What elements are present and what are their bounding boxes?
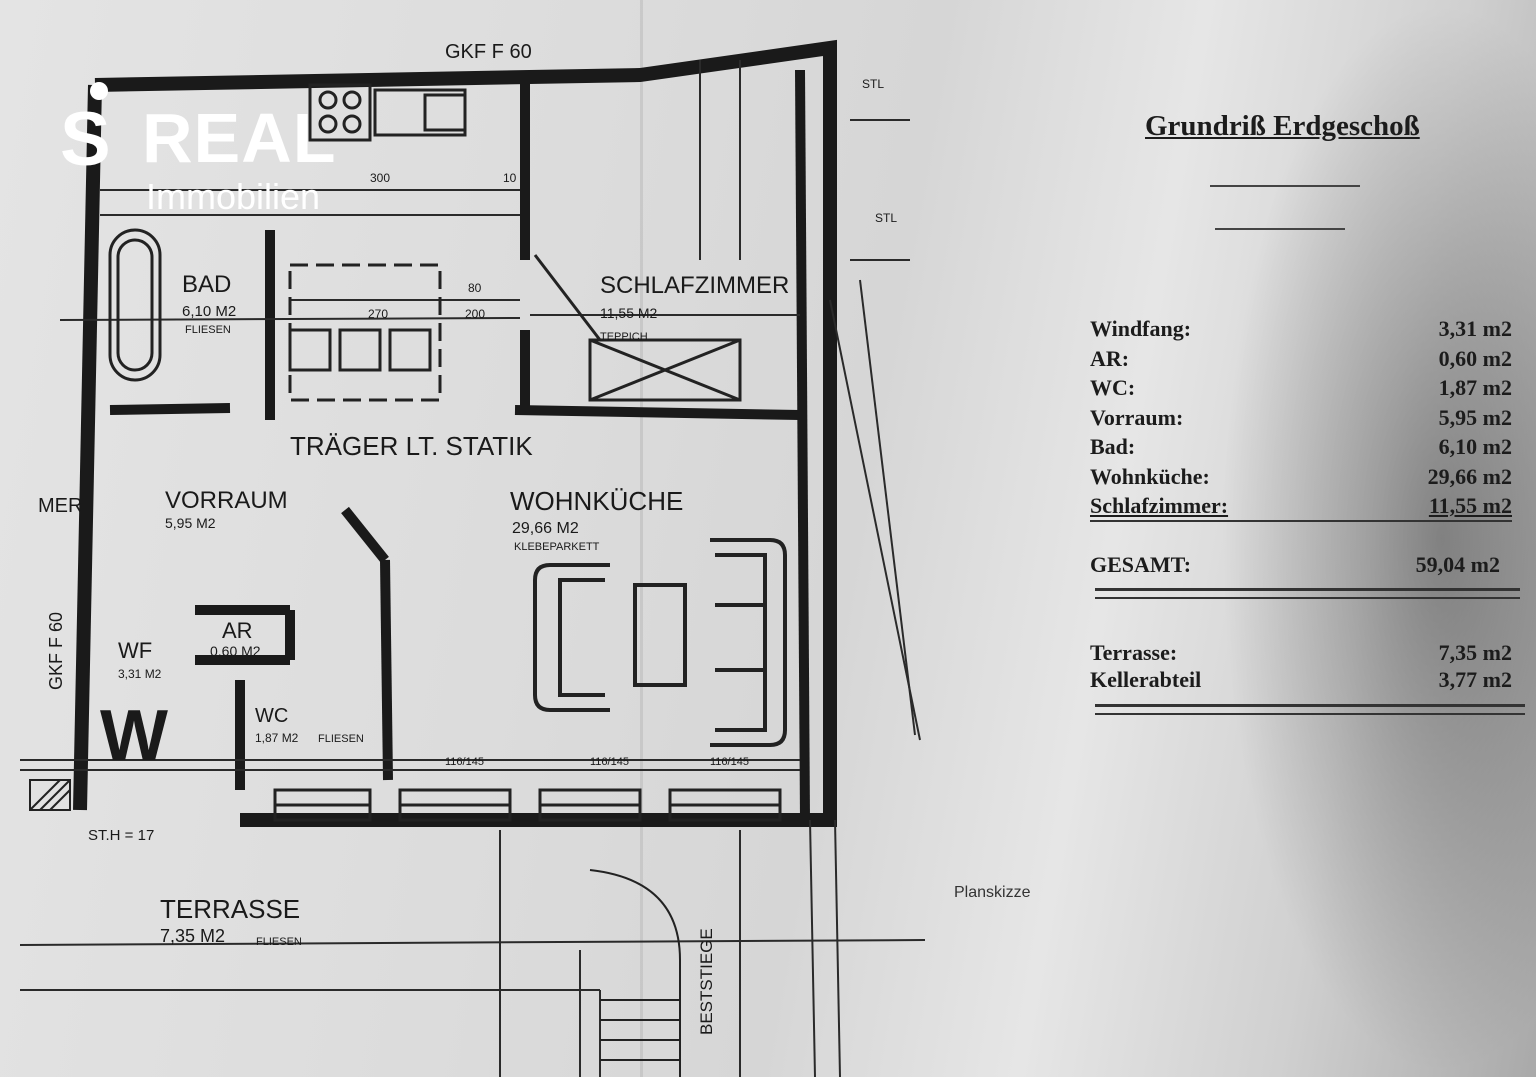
room-label: Windfang: [1090, 316, 1192, 341]
room-row: Bad: 6,10 m2 [1090, 434, 1522, 464]
room-area: 1,87 m2 [1438, 375, 1512, 400]
label-ar-area: 0,60 M2 [210, 643, 261, 659]
total-double-line [1095, 588, 1520, 599]
label-ar: AR [222, 618, 253, 643]
extra-label: Terrasse: [1090, 640, 1178, 665]
label-vorraum: VORRAUM [165, 487, 288, 514]
label-gkf-side: GKF F 60 [46, 612, 66, 690]
legend-title: Grundriß Erdgeschoß [1145, 110, 1420, 142]
room-row: WC: 1,87 m2 [1090, 375, 1522, 405]
room-row: Schlafzimmer: 11,55 m2 [1090, 493, 1522, 523]
label-bad-floor: FLIESEN [185, 324, 231, 336]
label-wf-area: 3,31 M2 [118, 667, 162, 681]
caption: Planskizze [954, 884, 1031, 901]
brand-logo: S REAL Immobilien [60, 82, 390, 225]
room-row: Windfang: 3,31 m2 [1090, 316, 1522, 346]
room-area: 0,60 m2 [1438, 346, 1512, 371]
label-schlafzimmer-floor: TEPPICH [600, 331, 648, 343]
logo-brand: REAL [142, 99, 337, 177]
room-area: 6,10 m2 [1438, 434, 1512, 459]
label-wc: WC [255, 705, 288, 727]
inner-walls [109, 69, 810, 821]
extra-row: Terrasse: 7,35 m2 [1090, 640, 1522, 670]
dim-80: 80 [468, 281, 482, 295]
w-letter: W [100, 696, 168, 776]
paper-fold [640, 0, 643, 1077]
label-sth: ST.H = 17 [88, 827, 154, 844]
label-wohnkueche: WOHNKÜCHE [510, 486, 683, 516]
dim-window-2: 116/145 [590, 756, 629, 768]
label-mer: MER [38, 495, 82, 517]
room-label: Vorraum: [1090, 405, 1184, 430]
room-row: Vorraum: 5,95 m2 [1090, 405, 1522, 435]
logo-dot [90, 82, 108, 100]
label-bad-area: 6,10 M2 [182, 303, 236, 320]
room-row: AR: 0,60 m2 [1090, 346, 1522, 376]
dim-window-1: 116/145 [445, 756, 484, 768]
label-wf: WF [118, 638, 152, 663]
blank-line-1 [1210, 185, 1360, 187]
label-traeger: TRÄGER LT. STATIK [290, 431, 533, 461]
stair [589, 869, 681, 1077]
extras-double-line [1095, 704, 1525, 715]
label-wohnkueche-floor: KLEBEPARKETT [514, 541, 600, 553]
label-terrasse: TERRASSE [160, 894, 300, 924]
logo-s-icon: S [60, 97, 111, 182]
room-area: 5,95 m2 [1438, 405, 1512, 430]
sum-underline [1090, 520, 1512, 522]
label-wohnkueche-area: 29,66 M2 [512, 520, 579, 537]
dim-200: 200 [465, 307, 485, 321]
living-furniture [533, 538, 787, 747]
bathtub [108, 228, 162, 382]
extra-row: Kellerabteil 3,77 m2 [1090, 667, 1522, 697]
kitchen-counter [288, 83, 467, 402]
total-area: 59,04 m2 [1415, 552, 1500, 577]
total-row: GESAMT: 59,04 m2 [1090, 552, 1522, 582]
room-row: Wohnküche: 29,66 m2 [1090, 464, 1522, 494]
room-label: WC: [1090, 375, 1136, 400]
total-label: GESAMT: [1090, 552, 1192, 577]
label-wc-floor: FLIESEN [318, 733, 364, 745]
label-stiege: BESTSTIEGE [697, 928, 716, 1035]
logo-subtitle: Immobilien [146, 176, 321, 217]
label-wc-area: 1,87 M2 [255, 731, 299, 745]
room-area: 11,55 m2 [1428, 493, 1512, 518]
label-vorraum-area: 5,95 M2 [165, 515, 216, 531]
room-label: Wohnküche: [1090, 464, 1210, 489]
extra-area: 7,35 m2 [1438, 640, 1512, 665]
extra-label: Kellerabteil [1090, 667, 1202, 692]
label-schlafzimmer: SCHLAFZIMMER [600, 272, 789, 299]
hatch [29, 779, 71, 811]
photo-shadow [1220, 0, 1536, 1077]
wardrobe [533, 254, 742, 402]
dimension-lines [19, 60, 926, 1077]
blank-line-2 [1215, 228, 1345, 230]
label-bad: BAD [182, 271, 231, 298]
room-label: AR: [1090, 346, 1130, 371]
label-stl-2: STL [875, 211, 897, 225]
dim-10: 10 [503, 171, 517, 185]
label-terrasse-floor: FLIESEN [256, 936, 302, 948]
dim-window-3: 116/145 [710, 756, 749, 768]
room-label: Schlafzimmer: [1090, 493, 1229, 518]
label-schlafzimmer-area: 11,55 M2 [600, 305, 658, 321]
label-gkf-top: GKF F 60 [445, 41, 532, 63]
extra-area: 3,77 m2 [1438, 667, 1512, 692]
label-terrasse-area: 7,35 M2 [160, 926, 225, 946]
room-area: 29,66 m2 [1427, 464, 1512, 489]
room-area: 3,31 m2 [1438, 316, 1512, 341]
room-label: Bad: [1090, 434, 1136, 459]
dim-270: 270 [368, 307, 388, 321]
label-stl-1: STL [862, 77, 884, 91]
windows [273, 788, 782, 822]
dim-300: 300 [370, 171, 390, 185]
